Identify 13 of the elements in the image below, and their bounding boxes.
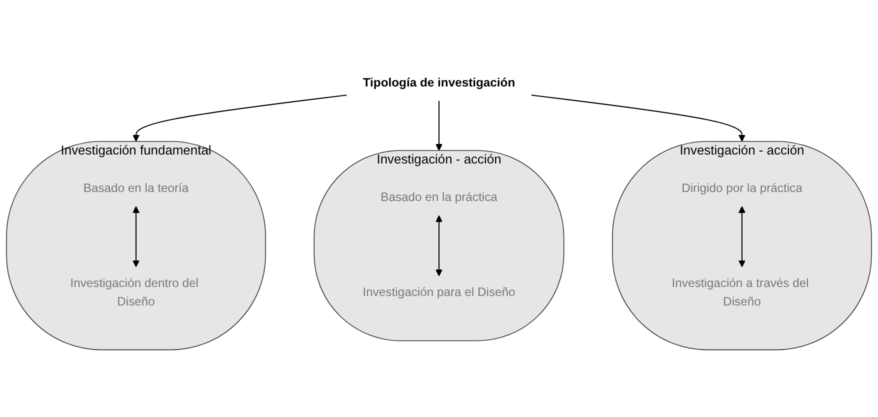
arrow — [132, 94, 347, 142]
arrow — [738, 206, 746, 268]
node-text: Investigación para el Diseño — [362, 286, 516, 300]
node-text: Basado en la práctica — [380, 190, 498, 205]
arrow — [435, 216, 443, 277]
node-text: Dirigido por la práctica — [682, 182, 802, 196]
node-text: Investigación dentro del Diseño — [70, 276, 198, 309]
arrow — [132, 206, 140, 268]
arrow — [435, 101, 443, 152]
arrow — [531, 94, 746, 142]
node-text: Tipología de investigación — [362, 76, 516, 90]
node-text: Basado en la teoría — [83, 182, 189, 196]
node-text: Investigación a través del Diseño — [672, 276, 809, 309]
